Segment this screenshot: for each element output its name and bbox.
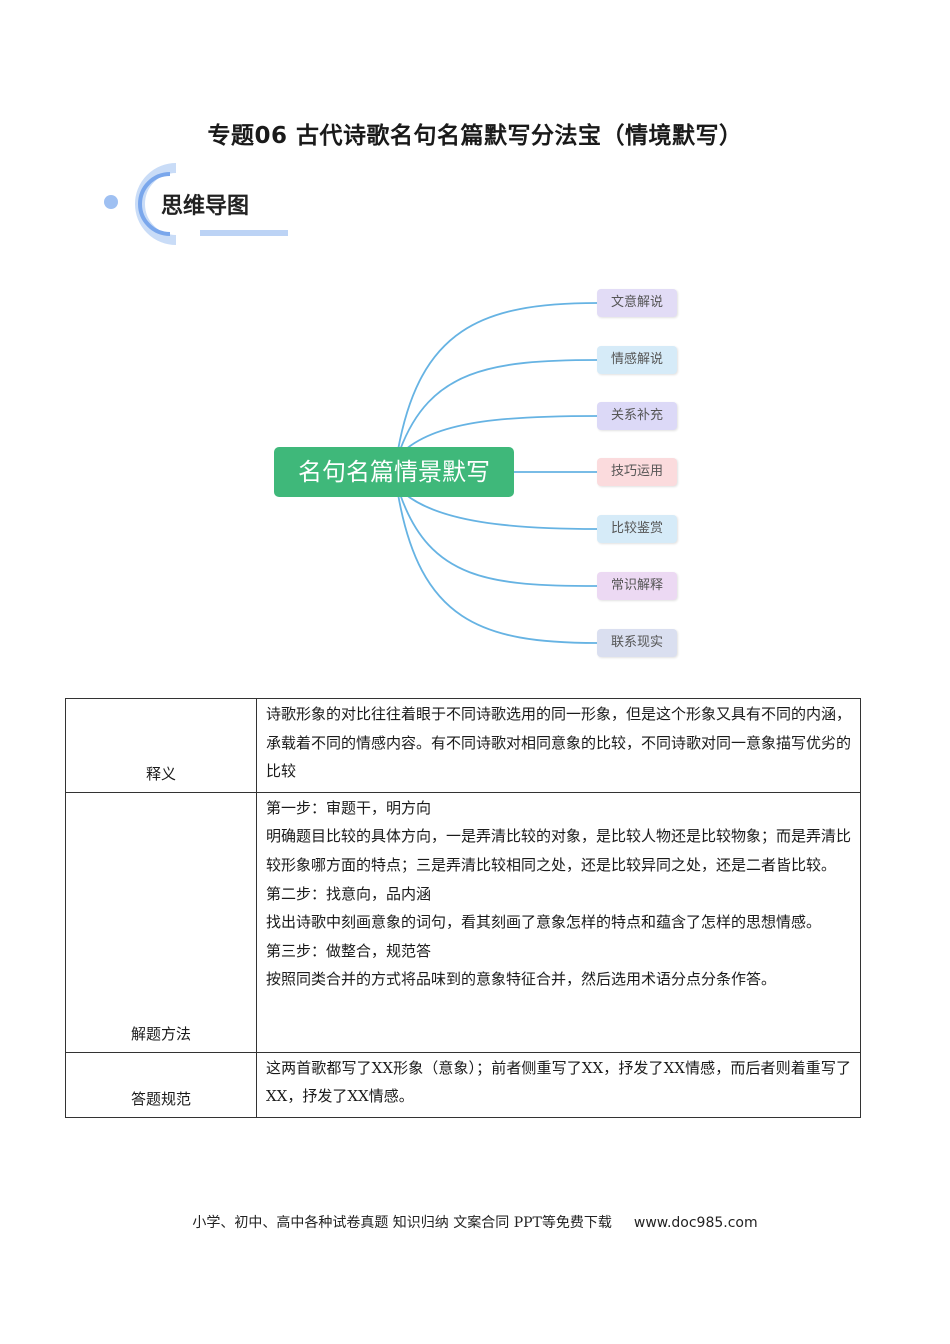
- mindmap-connectors: [397, 302, 598, 644]
- table-row: 答题规范这两首歌都写了XX形象（意象）；前者侧重写了XX，抒发了XX情感，而后者…: [65, 1051, 861, 1118]
- mindmap-branch-node: 常识解释: [597, 572, 677, 600]
- content-line: 第三步：做整合，规范答: [266, 941, 432, 960]
- row-label: 解题方法: [65, 791, 257, 1053]
- mindmap-branch-node: 情感解说: [597, 346, 677, 374]
- page-footer: 小学、初中、高中各种试卷真题 知识归纳 文案合同 PPT等免费下载 www.doc…: [0, 1212, 950, 1232]
- content-line: 诗歌形象的对比往往着眼于不同诗歌选用的同一形象，但是这个形象又具有不同的内涵，承…: [266, 705, 852, 781]
- content-line: 明确题目比较的具体方向，一是弄清比较的对象，是比较人物还是比较物象；而是弄清比较…: [266, 827, 852, 874]
- table-row: 解题方法第一步：审题干，明方向明确题目比较的具体方向，一是弄清比较的对象，是比较…: [65, 791, 861, 1053]
- content-line: 第二步：找意向，品内涵: [266, 884, 432, 903]
- row-content: 诗歌形象的对比往往着眼于不同诗歌选用的同一形象，但是这个形象又具有不同的内涵，承…: [256, 698, 861, 793]
- content-line: 按照同类合并的方式将品味到的意象特征合并，然后选用术语分点分条作答。: [266, 970, 777, 989]
- mindmap-center-node: 名句名篇情景默写: [274, 447, 514, 497]
- table-row: 释义诗歌形象的对比往往着眼于不同诗歌选用的同一形象，但是这个形象又具有不同的内涵…: [65, 698, 861, 793]
- document-title: 专题06 古代诗歌名句名篇默写分法宝（情境默写）: [207, 123, 743, 149]
- section-badge-label: 思维导图: [161, 194, 250, 219]
- info-table: 释义诗歌形象的对比往往着眼于不同诗歌选用的同一形象，但是这个形象又具有不同的内涵…: [65, 698, 861, 1118]
- mindmap-branch-node: 技巧运用: [597, 458, 677, 486]
- mindmap-branch-node: 文意解说: [597, 289, 677, 317]
- row-content: 这两首歌都写了XX形象（意象）；前者侧重写了XX，抒发了XX情感，而后者则着重写…: [256, 1051, 861, 1118]
- content-line: 第一步：审题干，明方向: [266, 798, 432, 817]
- mindmap-branch-node: 联系现实: [597, 629, 677, 657]
- mindmap-branch-node: 关系补充: [597, 402, 677, 430]
- content-line: 这两首歌都写了XX形象（意象）；前者侧重写了XX，抒发了XX情感，而后者则着重写…: [266, 1058, 851, 1106]
- row-label: 释义: [65, 698, 257, 793]
- footer-url[interactable]: www.doc985.com: [633, 1215, 758, 1231]
- row-content: 第一步：审题干，明方向明确题目比较的具体方向，一是弄清比较的对象，是比较人物还是…: [256, 791, 861, 1053]
- row-label: 答题规范: [65, 1051, 257, 1118]
- content-line: 找出诗歌中刻画意象的词句，看其刻画了意象怎样的特点和蕴含了怎样的思想情感。: [266, 913, 822, 932]
- mindmap-branch-node: 比较鉴赏: [597, 515, 677, 543]
- footer-text: 小学、初中、高中各种试卷真题 知识归纳 文案合同 PPT等免费下载: [192, 1215, 612, 1231]
- section-badge-decoration: [104, 163, 288, 245]
